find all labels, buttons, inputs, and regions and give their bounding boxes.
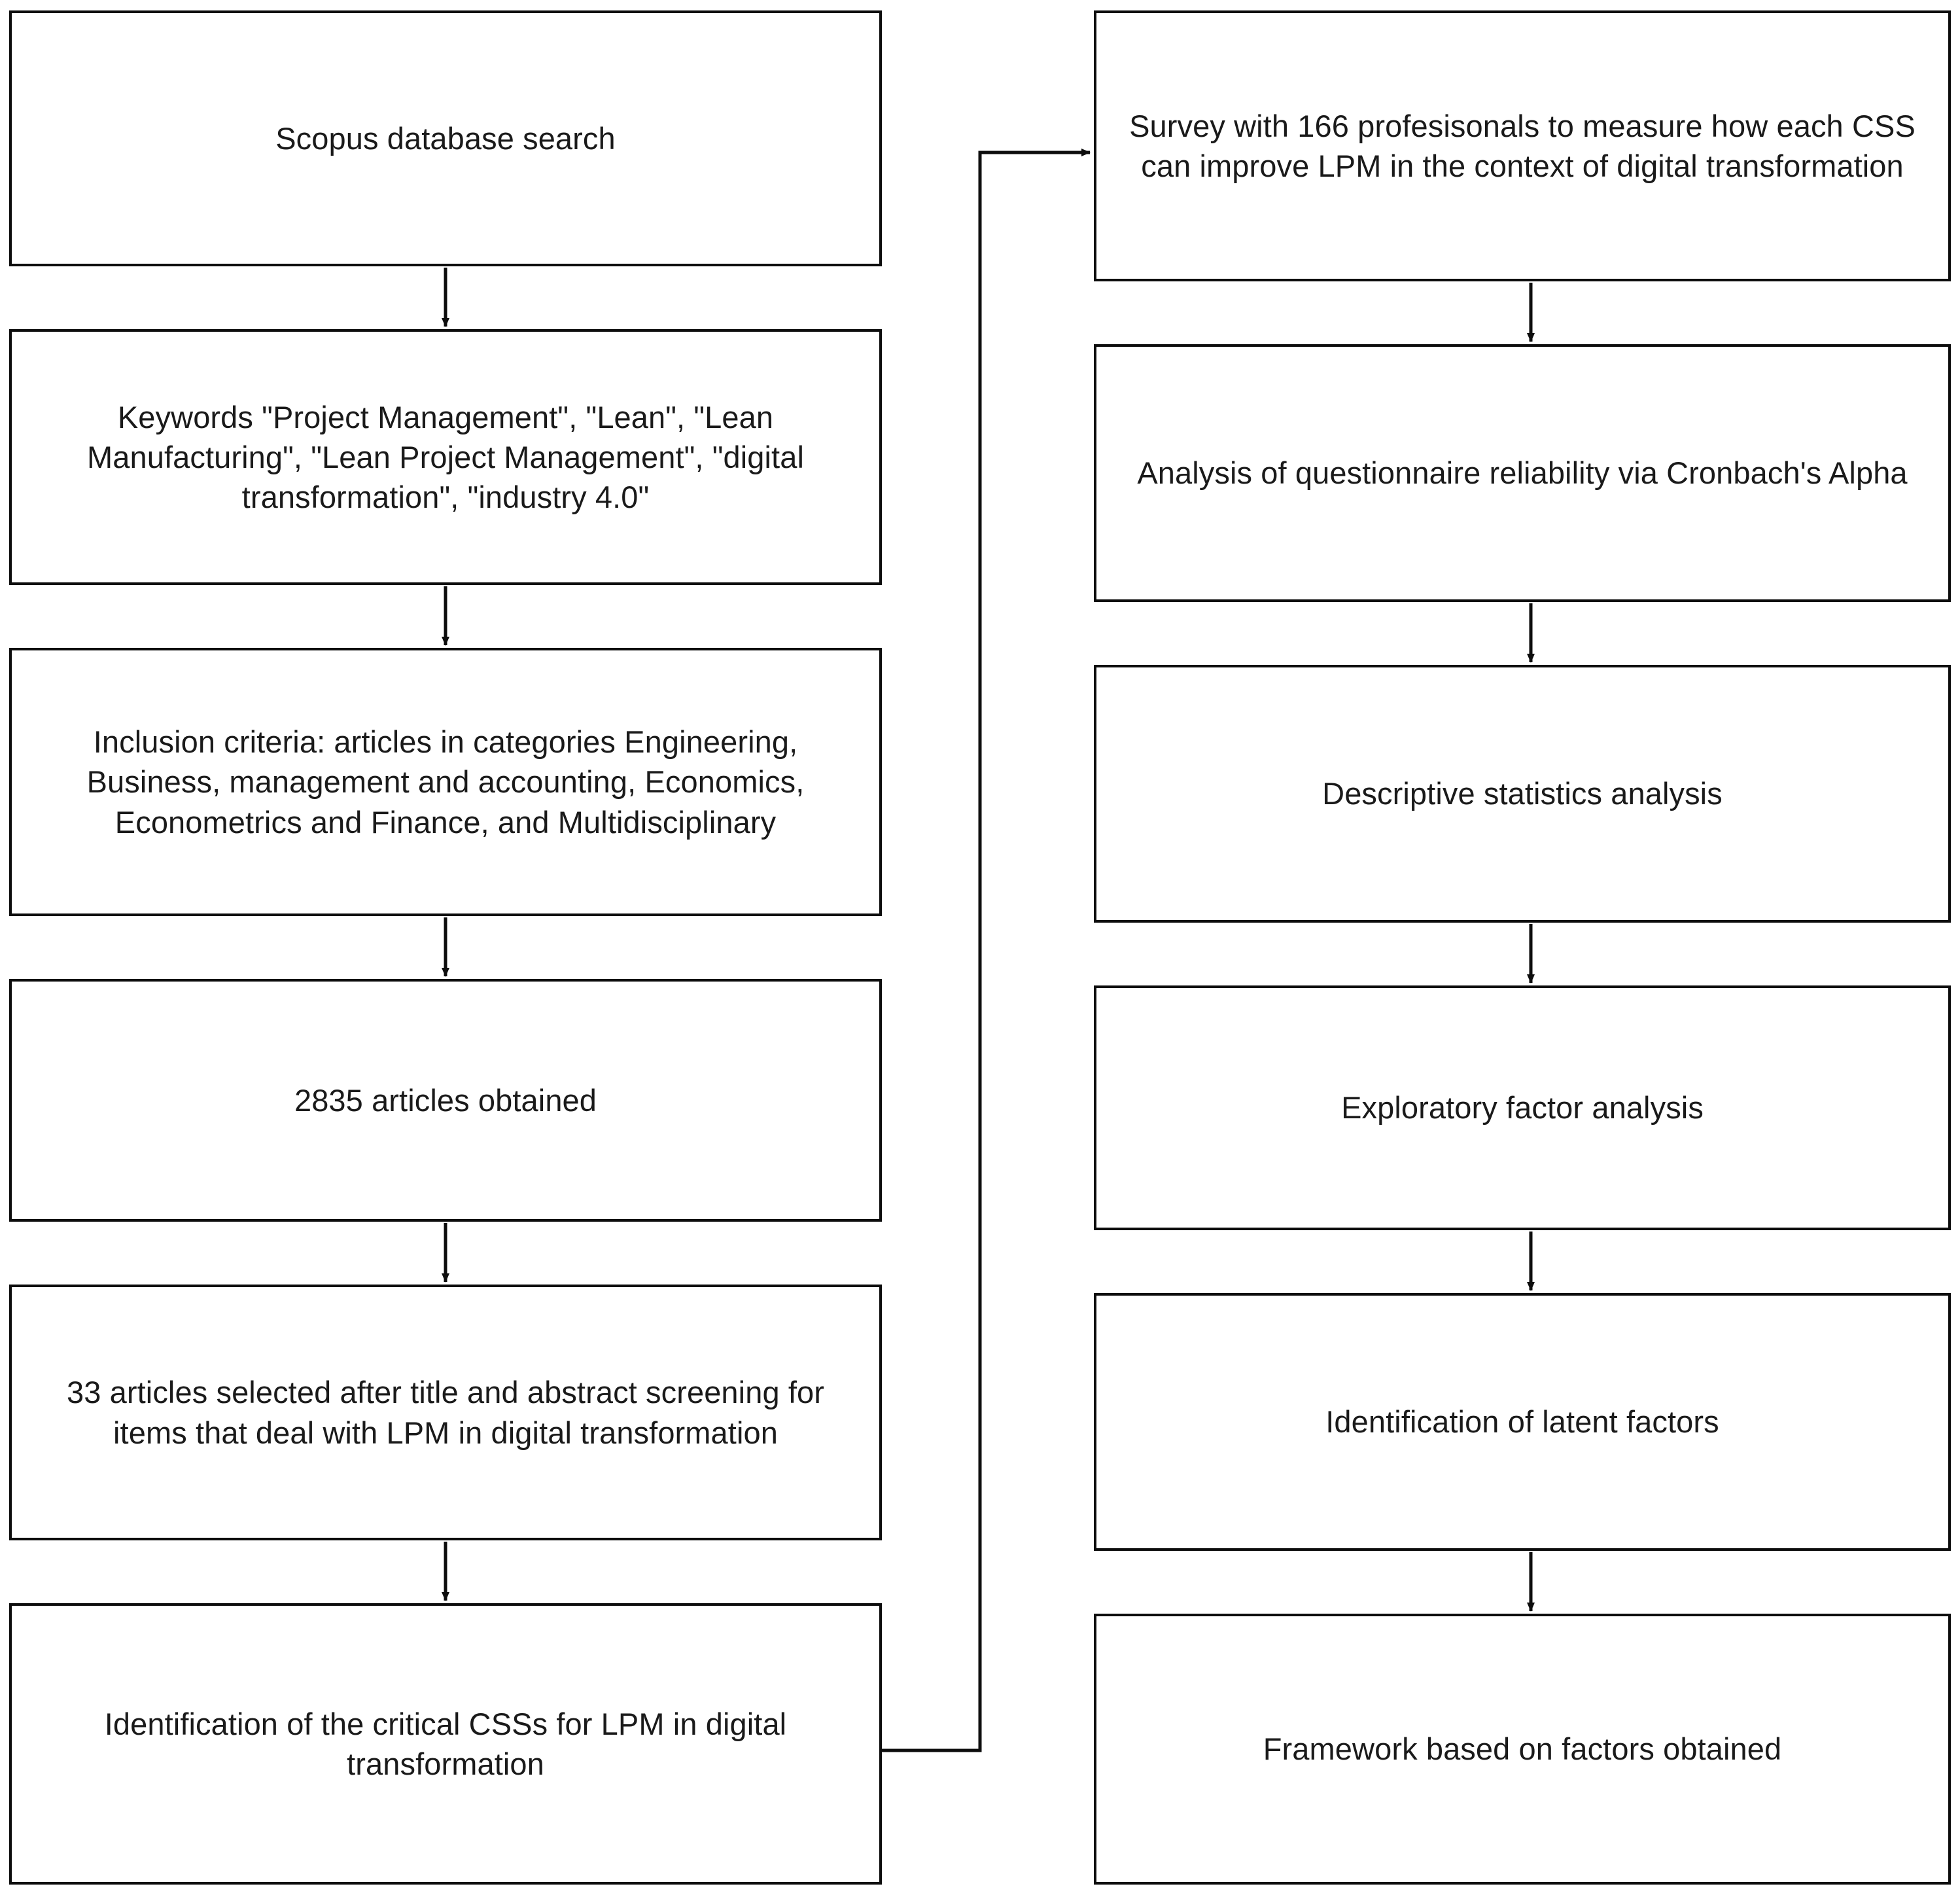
node-label: 2835 articles obtained [294,1082,597,1118]
node-label: Survey with 166 profesisonals to measure… [1129,108,1916,183]
node-label: Identification of latent factors [1325,1404,1719,1440]
node-label: Exploratory factor analysis [1341,1090,1704,1126]
node-label: Keywords "Project Management", "Lean", "… [87,399,804,515]
node-articles-obtained[interactable]: 2835 articles obtained [9,979,882,1222]
node-label: Identification of the critical CSSs for … [104,1706,787,1781]
node-identification-critical-csss[interactable]: Identification of the critical CSSs for … [9,1603,882,1885]
node-inclusion-criteria[interactable]: Inclusion criteria: articles in categori… [9,648,882,916]
node-descriptive-statistics[interactable]: Descriptive statistics analysis [1094,665,1951,923]
node-label: Analysis of questionnaire reliability vi… [1137,455,1908,491]
node-framework[interactable]: Framework based on factors obtained [1094,1614,1951,1885]
node-label: Descriptive statistics analysis [1322,776,1723,811]
node-label: Scopus database search [275,120,616,156]
node-label: Framework based on factors obtained [1263,1731,1782,1767]
node-label: 33 articles selected after title and abs… [67,1375,824,1450]
node-reliability-analysis[interactable]: Analysis of questionnaire reliability vi… [1094,344,1951,602]
node-articles-selected[interactable]: 33 articles selected after title and abs… [9,1285,882,1540]
node-scopus-database-search[interactable]: Scopus database search [9,10,882,266]
node-label: Inclusion criteria: articles in categori… [86,724,805,840]
edge-identification-to-survey [882,149,1091,1752]
node-keywords[interactable]: Keywords "Project Management", "Lean", "… [9,329,882,585]
node-exploratory-factor-analysis[interactable]: Exploratory factor analysis [1094,985,1951,1230]
node-latent-factors[interactable]: Identification of latent factors [1094,1293,1951,1551]
node-survey[interactable]: Survey with 166 profesisonals to measure… [1094,10,1951,281]
